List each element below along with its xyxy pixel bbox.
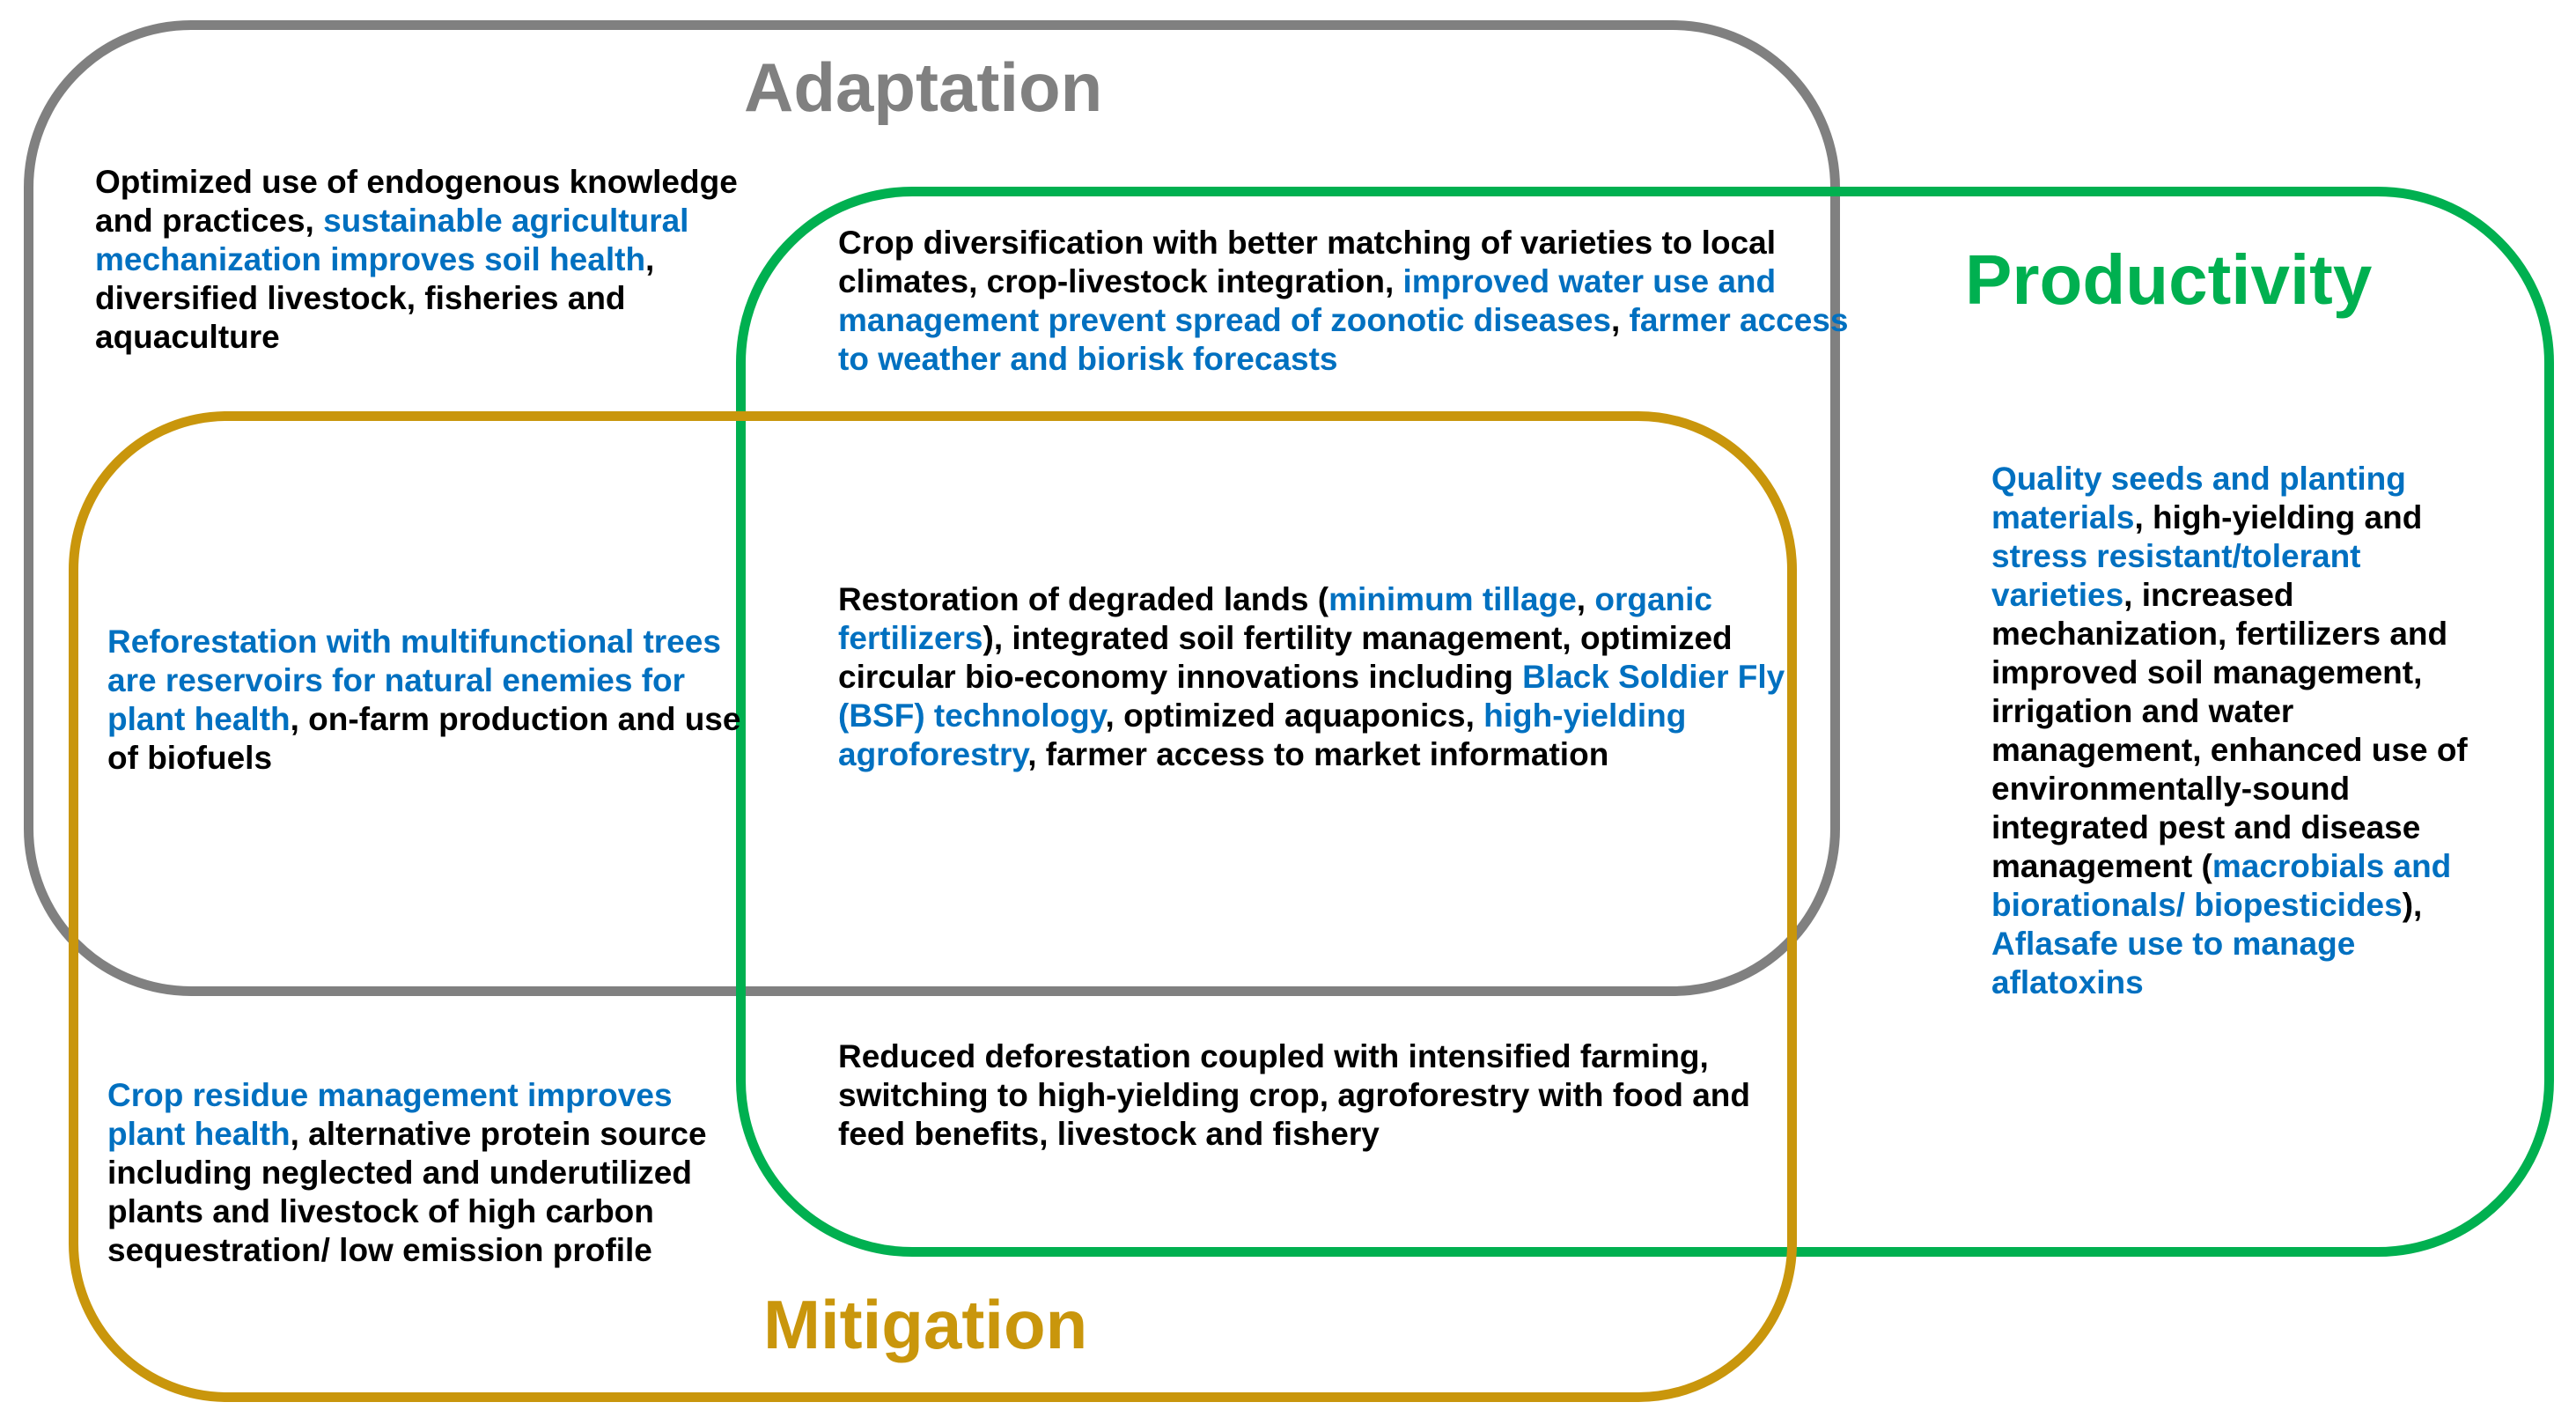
text-phrase: Optimized use of endogenous knowledge an… <box>95 164 738 239</box>
text-phrase: , farmer access to market information <box>1027 736 1609 772</box>
highlighted-phrase: sustainable agricultural mechanization i… <box>95 203 689 277</box>
highlighted-phrase: stress resistant/tolerant varieties <box>1991 538 2361 613</box>
text-phrase: Crop diversification with better matchin… <box>838 225 1776 299</box>
highlighted-phrase: high-yielding agroforestry <box>838 697 1687 772</box>
mitigation-title: Mitigation <box>763 1286 1088 1363</box>
highlighted-phrase: farmer access to weather and biorisk for… <box>838 302 1849 377</box>
text-phrase: , diversified livestock, fisheries and a… <box>95 241 655 355</box>
highlighted-phrase: Quality seeds and planting materials <box>1991 461 2406 535</box>
text-phrase: , <box>1610 302 1630 338</box>
mitigation-only-text: Crop residue management improves plant h… <box>107 1076 759 1270</box>
highlighted-phrase: minimum tillage <box>1328 581 1577 617</box>
all-three-overlap-text: Restoration of degraded lands (minimum t… <box>838 580 1807 774</box>
productivity-only-text: Quality seeds and planting materials, hi… <box>1991 460 2484 1002</box>
text-phrase: , increased mechanization, fertilizers a… <box>1991 577 2468 884</box>
text-phrase: , high-yielding and <box>2134 499 2423 535</box>
highlighted-phrase: Crop residue management improves plant h… <box>107 1077 673 1152</box>
highlighted-phrase: improved water use and management preven… <box>838 263 1777 338</box>
text-phrase: ), <box>2402 887 2423 923</box>
text-phrase: Restoration of degraded lands ( <box>838 581 1329 617</box>
highlighted-phrase: macrobials and biorationals/ biopesticid… <box>1991 848 2452 923</box>
mitigation-productivity-overlap-text: Reduced deforestation coupled with inten… <box>838 1037 1807 1154</box>
text-phrase: , optimized aquaponics, <box>1105 697 1484 734</box>
text-phrase: Reduced deforestation coupled with inten… <box>838 1038 1750 1152</box>
highlighted-phrase: organic fertilizers <box>838 581 1712 656</box>
adaptation-only-text: Optimized use of endogenous knowledge an… <box>95 163 764 357</box>
adaptation-title: Adaptation <box>744 48 1103 126</box>
mitigation-set-outline <box>69 411 1797 1402</box>
highlighted-phrase: Reforestation with multifunctional trees… <box>107 624 721 737</box>
adaptation-productivity-overlap-text: Crop diversification with better matchin… <box>838 224 1851 379</box>
highlighted-phrase: Aflasafe use to manage aflatoxins <box>1991 926 2356 1000</box>
text-phrase: , alternative protein source including n… <box>107 1116 707 1268</box>
adaptation-mitigation-overlap-text: Reforestation with multifunctional trees… <box>107 623 759 778</box>
text-phrase: , on-farm production and use of biofuels <box>107 701 741 776</box>
adaptation-set-outline <box>24 20 1840 996</box>
text-phrase: ), integrated soil fertility management,… <box>838 620 1733 695</box>
text-phrase: , <box>1576 581 1595 617</box>
highlighted-phrase: Black Soldier Fly (BSF) technology <box>838 659 1785 734</box>
productivity-title: Productivity <box>1965 240 2373 319</box>
